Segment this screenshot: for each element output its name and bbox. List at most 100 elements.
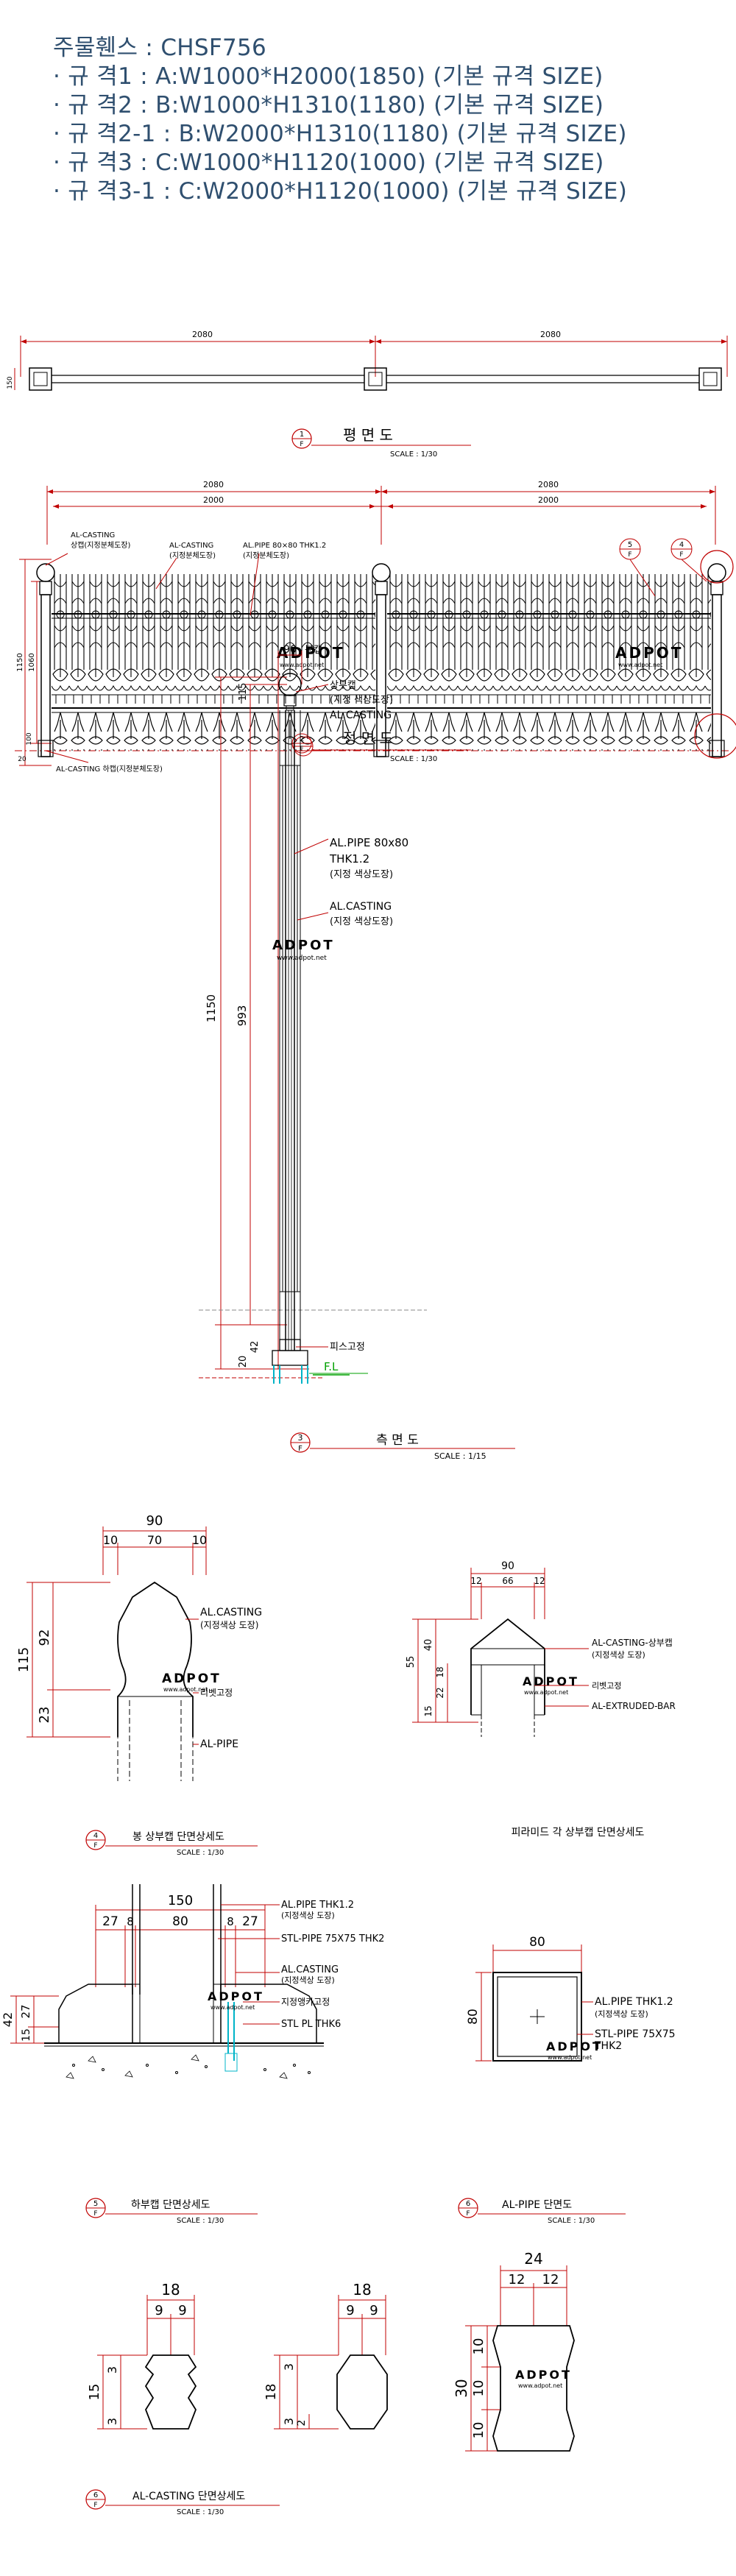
plan-side-dim: 150 xyxy=(7,376,14,389)
detail5-base xyxy=(10,1884,324,2218)
front-marker-letter: F xyxy=(300,746,303,753)
d6p-label-1: AL.PIPE THK1.2 xyxy=(595,1996,673,2008)
front-dim-base-2: 100 xyxy=(26,732,33,745)
spec-line-3: · 규 격2-1 : B:W2000*H1310(1180) (기본 규격 SI… xyxy=(53,121,627,147)
side-label-10: F.L xyxy=(324,1360,339,1373)
d6c-watermark-brand: ADPOT xyxy=(515,2368,572,2382)
side-dim-panel: 993 xyxy=(236,1005,249,1027)
d6p-marker-number: 6 xyxy=(466,2200,470,2208)
detail6-casting-marker xyxy=(85,2489,280,2510)
side-label-8: (지정 색상도장) xyxy=(330,916,393,927)
plan-dim-1: 2080 xyxy=(192,330,213,339)
d4-dim-h1: 92 xyxy=(37,1630,52,1646)
front-view xyxy=(15,486,736,766)
side-title: 측 면 도 xyxy=(376,1433,419,1448)
d5-dim-a: 27 xyxy=(102,1914,118,1929)
d5-dim-b: 8 xyxy=(127,1915,134,1928)
d6b-dim-top: 18 xyxy=(353,2281,371,2299)
spec-line-4: · 규 격3 : C:W1000*H1120(1000) (기본 규격 SIZE… xyxy=(53,149,604,176)
detail6-casting-c xyxy=(465,2265,575,2452)
d5-label-6: 지정앵카고정 xyxy=(281,1997,330,2007)
d4-label-3: 리벳고정 xyxy=(200,1688,233,1698)
d6p-label-4: THK2 xyxy=(594,2040,622,2052)
py-dim-c: 12 xyxy=(534,1576,545,1586)
d4-title: 봉 상부캡 단면상세도 xyxy=(132,1831,224,1843)
d5-label-3: STL-PIPE 75X75 THK2 xyxy=(281,1933,384,1945)
front-label-6: (지정분체도장) xyxy=(243,551,289,560)
front-dim-base-1: 20 xyxy=(18,756,26,763)
py-watermark-url: www.adpot.net xyxy=(524,1689,568,1696)
front-dim-panel: 1060 xyxy=(28,653,36,671)
side-label-4: AL.PIPE 80x80 xyxy=(330,836,408,849)
d6p-label-3: STL-PIPE 75X75 xyxy=(595,2028,676,2040)
d6p-dim-top: 80 xyxy=(529,1935,545,1950)
side-scale: SCALE : 1/15 xyxy=(434,1451,486,1461)
d5-dim-h2: 15 xyxy=(21,2028,32,2042)
pyramid-cap xyxy=(412,1568,589,1737)
d6c-dim-4: 10 xyxy=(471,2338,486,2355)
d6c-dim-1: 12 xyxy=(509,2272,526,2287)
py-dim-h2: 18 xyxy=(435,1666,445,1677)
d4-label-4: AL-PIPE xyxy=(200,1738,238,1750)
detail4-cap xyxy=(26,1526,258,1850)
d6c-scale: SCALE : 1/30 xyxy=(177,2508,224,2516)
py-dim-top: 90 xyxy=(501,1560,514,1572)
d6a-dim-5: 3 xyxy=(105,2418,119,2425)
d5-dim-h: 42 xyxy=(1,2012,15,2027)
front-title-marker-circle xyxy=(291,733,471,754)
d5-dim-e: 27 xyxy=(242,1914,258,1929)
d5-dim-h1: 27 xyxy=(19,2004,32,2018)
front-label-4: (지정분체도장) xyxy=(169,551,216,560)
d6a-dim-top: 18 xyxy=(161,2281,180,2299)
d5-label-5: (지정색상 도장) xyxy=(281,1975,335,1985)
front-marker xyxy=(293,736,314,757)
d6c-marker-number: 6 xyxy=(93,2491,98,2499)
front-dim-inner-1: 2000 xyxy=(203,495,224,505)
d6c-dim-5: 10 xyxy=(471,2380,486,2397)
d6b-dim-2: 9 xyxy=(369,2303,378,2318)
side-dim-base-2: 42 xyxy=(250,1341,261,1354)
py-title: 피라미드 각 상부캡 단면상세도 xyxy=(512,1827,645,1839)
d4-label-1: AL.CASTING xyxy=(200,1607,262,1618)
plan-marker-number: 1 xyxy=(300,431,304,439)
front-watermark-url-2: www.adpot.net xyxy=(618,662,662,668)
side-dim-height: 1150 xyxy=(205,994,218,1022)
d5-scale: SCALE : 1/30 xyxy=(177,2217,224,2225)
py-label-3: 리벳고정 xyxy=(592,1681,621,1691)
d4-dim-b: 70 xyxy=(147,1533,162,1547)
d6c-dim-6: 10 xyxy=(471,2422,486,2439)
d4-marker-letter: F xyxy=(93,1842,97,1850)
side-label-5: THK1.2 xyxy=(329,852,369,866)
plan-marker-letter: F xyxy=(300,441,303,448)
d5-marker-letter: F xyxy=(93,2210,97,2218)
plan-view xyxy=(14,336,728,449)
py-dim-a: 12 xyxy=(470,1576,481,1586)
detail6-casting-b xyxy=(274,2295,388,2430)
d6c-dim-2: 12 xyxy=(542,2272,559,2287)
d5-watermark-brand: ADPOT xyxy=(208,1989,264,2003)
front-watermark-brand-2: ADPOT xyxy=(615,644,683,662)
side-label-1: 상부캡 xyxy=(330,680,356,691)
d4-watermark-url: www.adpot.net xyxy=(163,1686,208,1693)
side-dim-top: 90 xyxy=(283,644,297,656)
d4-scale: SCALE : 1/30 xyxy=(177,1849,224,1857)
d5-label-2: (지정색상 도장) xyxy=(281,1911,335,1920)
d5-dim-d: 8 xyxy=(227,1915,234,1928)
d6b-dim-5: 3 xyxy=(282,2418,296,2425)
front-dim-top-1: 2080 xyxy=(203,480,224,489)
side-label-9: 피스고정 xyxy=(330,1342,365,1353)
front-scale: SCALE : 1/30 xyxy=(390,755,437,763)
d4-label-2: (지정색상 도장) xyxy=(200,1620,258,1630)
d5-label-1: AL.PIPE THK1.2 xyxy=(281,1900,354,1911)
front-dim-top-2: 2080 xyxy=(538,480,559,489)
side-watermark-brand: ADPOT xyxy=(272,938,335,953)
plan-title: 평 면 도 xyxy=(343,426,393,444)
front-dim-inner-2: 2000 xyxy=(538,495,559,505)
d6a-dim-2: 9 xyxy=(178,2303,186,2318)
d6p-scale: SCALE : 1/30 xyxy=(548,2217,595,2225)
side-watermark-url: www.adpot.net xyxy=(277,955,327,962)
front-label-2: 상캡(지정분체도장) xyxy=(71,541,131,550)
d4-dim-top: 90 xyxy=(146,1513,163,1529)
d4-dim-a: 10 xyxy=(103,1533,118,1547)
